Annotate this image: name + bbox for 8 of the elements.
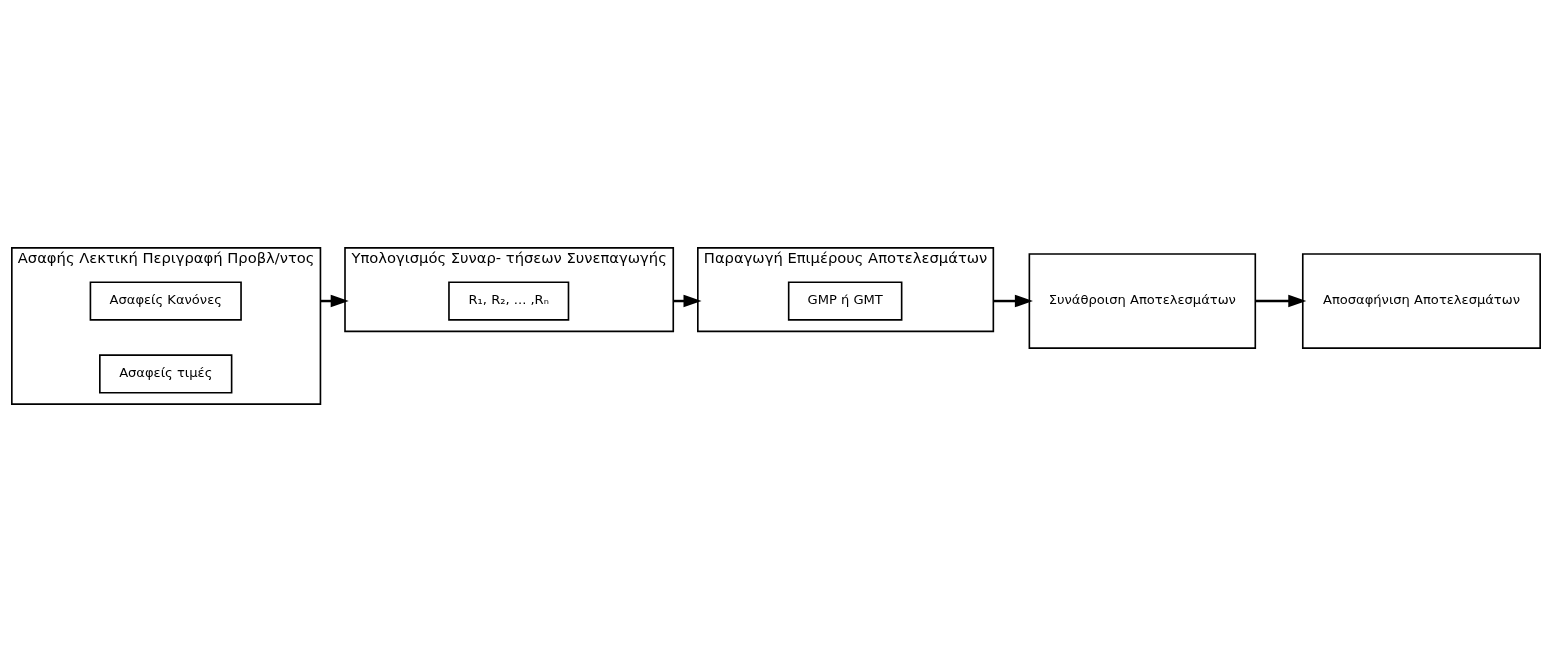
node-box: R₁, R₂, ... ,Rₙ: [448, 280, 570, 321]
arrow: [993, 294, 1033, 307]
node-box: Ασαφείς τιμές: [99, 353, 233, 394]
node-box: Αποσαφήνιση Αποτελεσμάτων: [1301, 252, 1541, 349]
node-box: Συνάθροιση Αποτελεσμάτων: [1028, 252, 1257, 349]
arrow: [1255, 294, 1307, 307]
node-box: Ασαφείς Κανόνες: [89, 280, 242, 321]
node-box: GMP ή GMT: [787, 280, 903, 321]
